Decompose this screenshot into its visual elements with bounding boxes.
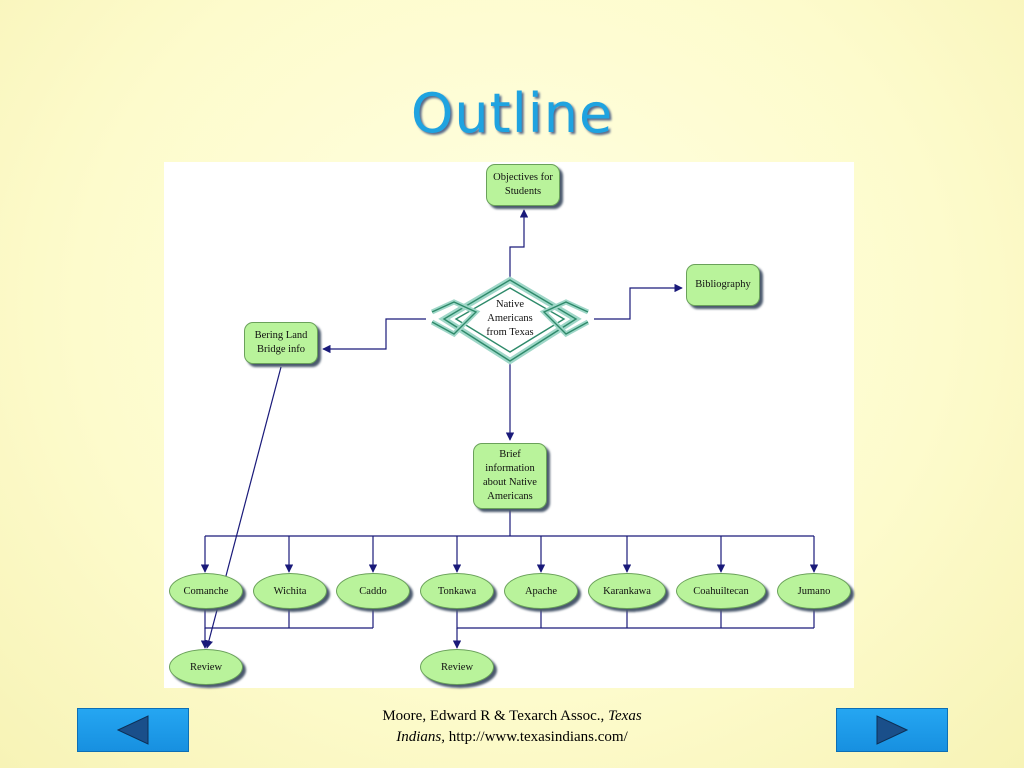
tribe-jumano[interactable]: Jumano [777,573,851,609]
brief-info-node[interactable]: Brief information about Native Americans [473,443,547,509]
review-node-left[interactable]: Review [169,649,243,685]
tribe-comanche[interactable]: Comanche [169,573,243,609]
left-arrow-icon [116,715,149,745]
slide-title: Outline [410,82,614,145]
citation-title-part1: Texas [608,708,642,724]
tribe-wichita[interactable]: Wichita [253,573,327,609]
tribe-apache[interactable]: Apache [504,573,578,609]
next-slide-button[interactable] [836,708,948,752]
review-bus-left [204,608,374,629]
previous-slide-button[interactable] [77,708,189,752]
citation-author: Moore, Edward R & Texarch Assoc., [382,708,609,724]
tribe-karankawa[interactable]: Karankawa [588,573,666,609]
right-arrow-icon [876,715,909,745]
connector-to-bering [322,318,426,354]
citation-title-part2: Indians [396,729,442,745]
citation-footer: Moore, Edward R & Texarch Assoc., Texas … [330,706,694,748]
connector-to-bibliography [594,283,683,320]
connector-to-objectives [509,209,529,278]
tribe-coahuiltecan[interactable]: Coahuiltecan [676,573,766,609]
bering-land-bridge-node[interactable]: Bering Land Bridge info [244,322,318,364]
review-bus-right [456,608,815,629]
review-node-right[interactable]: Review [420,649,494,685]
objectives-node[interactable]: Objectives for Students [486,164,560,206]
citation-url[interactable]: , http://www.texasindians.com/ [441,729,628,745]
diagram-connectors [200,209,819,649]
native-americans-node[interactable]: Native Americans from Texas [486,299,534,338]
center-diamond-shape [430,276,590,365]
tribe-caddo[interactable]: Caddo [336,573,410,609]
bibliography-node[interactable]: Bibliography [686,264,760,306]
outline-diagram: Objectives for Students Native Americans… [164,162,854,688]
tribe-tonkawa[interactable]: Tonkawa [420,573,494,609]
